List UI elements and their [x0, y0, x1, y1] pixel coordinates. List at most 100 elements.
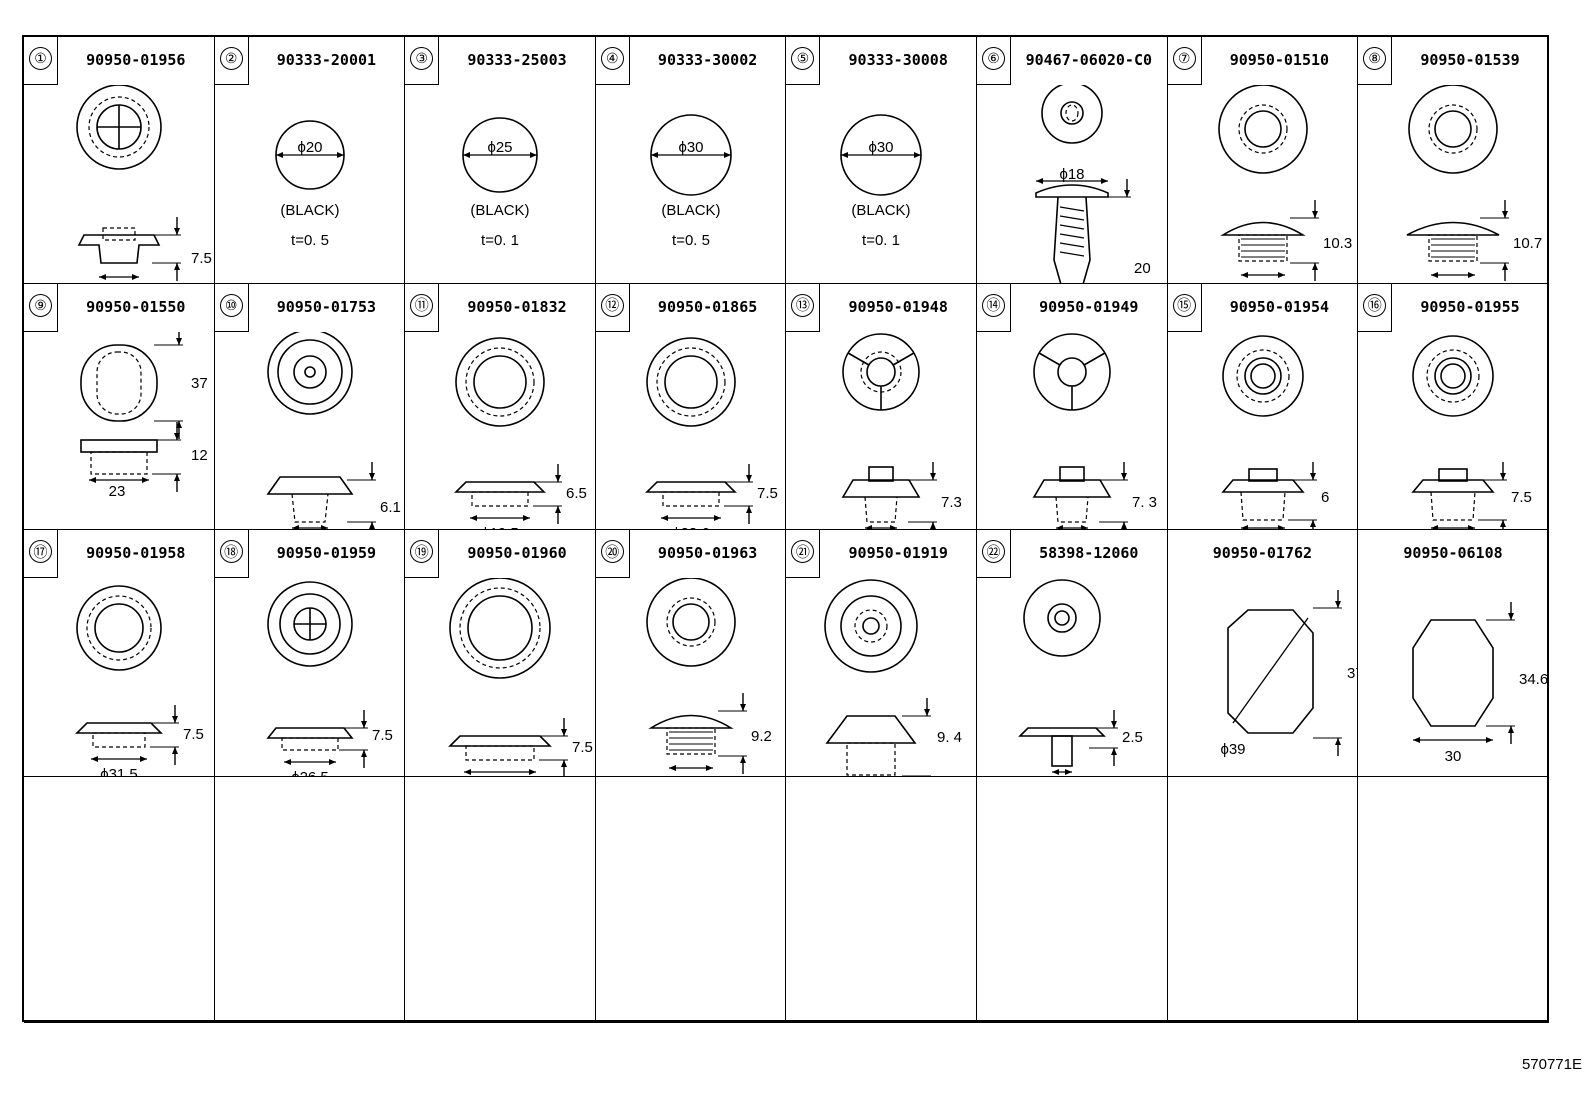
empty-cell — [1358, 776, 1549, 1023]
part-cell: ② 90333-20001 ϕ20(BLACK)t=0. 5 — [214, 37, 406, 284]
dim-width: 30 — [1445, 748, 1462, 765]
item-number: ⑦ — [1172, 47, 1196, 70]
part-drawing: 7.5ϕ15.5 — [1411, 334, 1532, 530]
part-drawing: 34.630(BLACK) — [1412, 602, 1548, 776]
part-cell: ③ 90333-25003 ϕ25(BLACK)t=0. 1 — [405, 37, 596, 284]
item-number-box: ㉑ — [786, 530, 821, 578]
part-drawing: ϕ30(BLACK)t=0. 5 — [649, 114, 732, 249]
part-number: 90467-06020-C0 — [1025, 51, 1153, 69]
dim-thickness: 12 — [191, 446, 208, 463]
dim-height: 7.5 — [191, 250, 212, 267]
part-number: 90950-01960 — [467, 544, 567, 562]
item-number-box: ㉒ — [977, 530, 1011, 578]
part-number: 90950-01958 — [86, 544, 186, 562]
dim-thickness: t=0. 5 — [291, 232, 329, 249]
dim-diameter: ϕ31.5 — [100, 766, 138, 777]
dim-diameter: ϕ18 — [1059, 166, 1084, 183]
part-drawing: 7.5 ϕ31.5 — [75, 585, 204, 777]
item-number: ① — [29, 47, 52, 70]
part-number: 90950-01963 — [657, 544, 758, 562]
dim-diameter: ϕ30 — [678, 139, 703, 156]
dim-height: 7.5 — [183, 726, 204, 743]
dim-height: 9.2 — [751, 728, 772, 745]
dim-height: 34.6 — [1519, 671, 1548, 688]
item-number-box: ④ — [595, 37, 630, 85]
empty-cell — [1167, 776, 1359, 1023]
part-drawing: 7.3ϕ10.4 — [841, 332, 962, 530]
part-number: 90333-25003 — [467, 51, 567, 69]
part-drawing: 7.5ϕ26.5 — [265, 581, 392, 776]
item-number: ⑩ — [219, 293, 243, 317]
item-number: ⑳ — [600, 540, 624, 563]
item-number-box: ⑱ — [214, 530, 249, 578]
dim-diameter: ϕ39 — [1220, 741, 1245, 758]
item-number: ⑥ — [982, 47, 1005, 70]
dim-height: 2.5 — [1122, 729, 1143, 746]
item-number-box: ⑳ — [595, 530, 630, 578]
part-drawing: 7. 3Ø10. 4 — [1032, 332, 1157, 530]
part-number: 58398-12060 — [1039, 544, 1139, 562]
part-drawing: ϕ18 20 — [1035, 85, 1151, 283]
dim-length: 20 — [1134, 260, 1151, 277]
item-number: ④ — [600, 47, 624, 70]
dim-diameter: ϕ30 — [869, 139, 894, 156]
part-number: 90950-01510 — [1229, 51, 1330, 69]
part-drawing: ϕ25(BLACK)t=0. 1 — [462, 117, 538, 249]
item-number-box: ⑪ — [405, 283, 440, 332]
item-number: ⑧ — [1363, 47, 1387, 70]
part-number: 90950-01919 — [848, 544, 948, 562]
item-number-box: ⑤ — [786, 37, 821, 85]
item-number: ⑲ — [410, 540, 434, 563]
dim-diameter: ϕ19.5 — [481, 524, 519, 530]
dim-height: 7.5 — [572, 739, 593, 756]
part-number: 90950-01954 — [1229, 297, 1330, 316]
dim-height: 9. 4 — [937, 729, 962, 746]
item-number: ③ — [410, 47, 434, 70]
part-drawing: 10.7ϕ17 — [1406, 85, 1542, 281]
dim-height: 6.5 — [566, 484, 587, 501]
item-number-box: ⑨ — [24, 283, 58, 332]
item-number: ⑯ — [1363, 293, 1387, 317]
dim-height: 37 — [1347, 665, 1359, 682]
empty-cell — [786, 776, 977, 1023]
part-drawing: 37 ϕ39 — [1220, 590, 1359, 758]
empty-cell — [214, 776, 406, 1023]
item-number: ⑰ — [29, 540, 52, 563]
empty-cell — [595, 776, 787, 1023]
dim-height: 6.1 — [380, 498, 401, 515]
dim-height: 37 — [191, 375, 208, 392]
part-number: 90950-01948 — [848, 297, 948, 316]
item-number: ㉑ — [791, 540, 815, 563]
part-number: 90950-01832 — [467, 297, 567, 316]
dim-height: 7.5 — [1511, 488, 1532, 505]
item-number-box: ⑩ — [214, 283, 249, 332]
part-number: 90950-01959 — [276, 544, 377, 562]
item-number-box: ② — [214, 37, 249, 85]
part-drawing: 7.5ϕ46.5 — [448, 578, 593, 776]
item-number-box: ⑫ — [595, 283, 630, 332]
item-number: ② — [219, 47, 243, 70]
empty-cell — [24, 776, 215, 1023]
item-number-box: ⑲ — [405, 530, 440, 578]
part-drawing: ϕ30(BLACK)t=0. 1 — [840, 114, 923, 249]
dim-diameter: ϕ25 — [488, 139, 513, 156]
item-number: ㉒ — [982, 540, 1005, 563]
item-number-box: ⑯ — [1358, 283, 1393, 332]
empty-cell — [977, 776, 1168, 1023]
item-number-box: ⑰ — [24, 530, 58, 578]
dim-height: 7.3 — [941, 493, 962, 510]
part-number: 90950-06108 — [1403, 544, 1503, 562]
part-cell: ⑲ 90950-01960 7.5ϕ46.5 — [405, 530, 596, 777]
part-drawing: ϕ20(BLACK)t=0. 5 — [274, 120, 345, 249]
dim-thickness: t=0. 1 — [862, 232, 900, 249]
part-drawing: 2.5ϕ6 — [1018, 579, 1143, 775]
part-number: 90950-01762 — [1212, 544, 1313, 562]
part-number: 90333-20001 — [276, 51, 377, 69]
